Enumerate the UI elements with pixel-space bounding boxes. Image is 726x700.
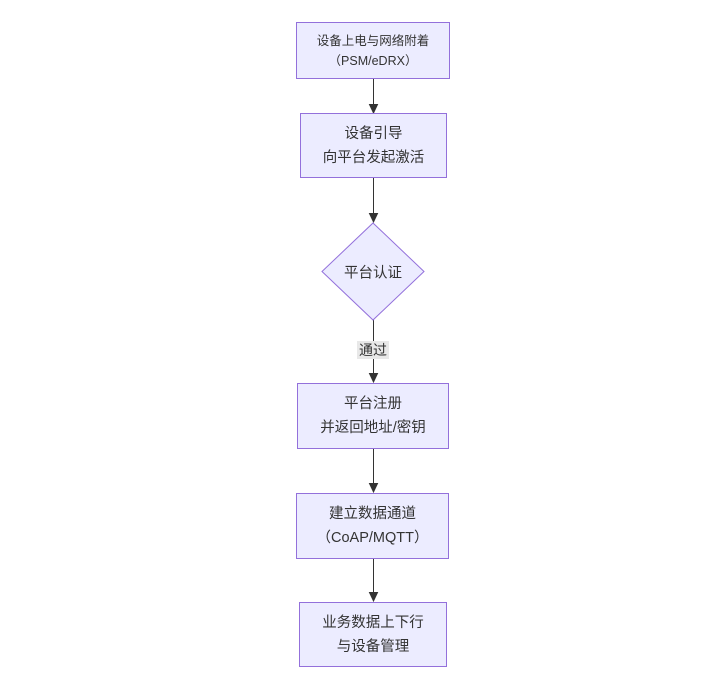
arrowhead-icon bbox=[368, 213, 379, 224]
node-label-line: （PSM/eDRX） bbox=[328, 53, 418, 68]
arrowhead-icon bbox=[368, 373, 379, 384]
node-label-line: 设备上电与网络附着 bbox=[316, 33, 430, 48]
node-label-line: 设备引导 bbox=[344, 125, 403, 142]
node-label-line: 并返回地址/密钥 bbox=[320, 420, 426, 436]
node-platform-auth-shape bbox=[321, 222, 425, 321]
node-platform-auth: 平台认证 bbox=[344, 265, 402, 282]
node-label-line: 业务数据上下行 bbox=[322, 614, 424, 631]
arrowhead-icon bbox=[368, 104, 379, 115]
arrowhead-icon bbox=[368, 592, 379, 603]
node-power-attach: 设备上电与网络附着 （PSM/eDRX） bbox=[296, 22, 450, 79]
node-data-channel: 建立数据通道 （CoAP/MQTT） bbox=[296, 493, 449, 559]
node-bootstrap: 设备引导 向平台发起激活 bbox=[300, 113, 447, 178]
node-label-line: 向平台发起激活 bbox=[322, 149, 425, 166]
node-business-data: 业务数据上下行 与设备管理 bbox=[299, 602, 447, 667]
node-platform-register: 平台注册 并返回地址/密钥 bbox=[297, 383, 449, 449]
edge-label-pass: 通过 bbox=[357, 341, 389, 359]
node-label-line: 建立数据通道 bbox=[329, 506, 416, 522]
node-label-line: 平台注册 bbox=[344, 396, 402, 412]
arrowhead-icon bbox=[368, 483, 379, 494]
node-label-line: 与设备管理 bbox=[336, 638, 410, 655]
node-label-line: （CoAP/MQTT） bbox=[316, 530, 429, 546]
